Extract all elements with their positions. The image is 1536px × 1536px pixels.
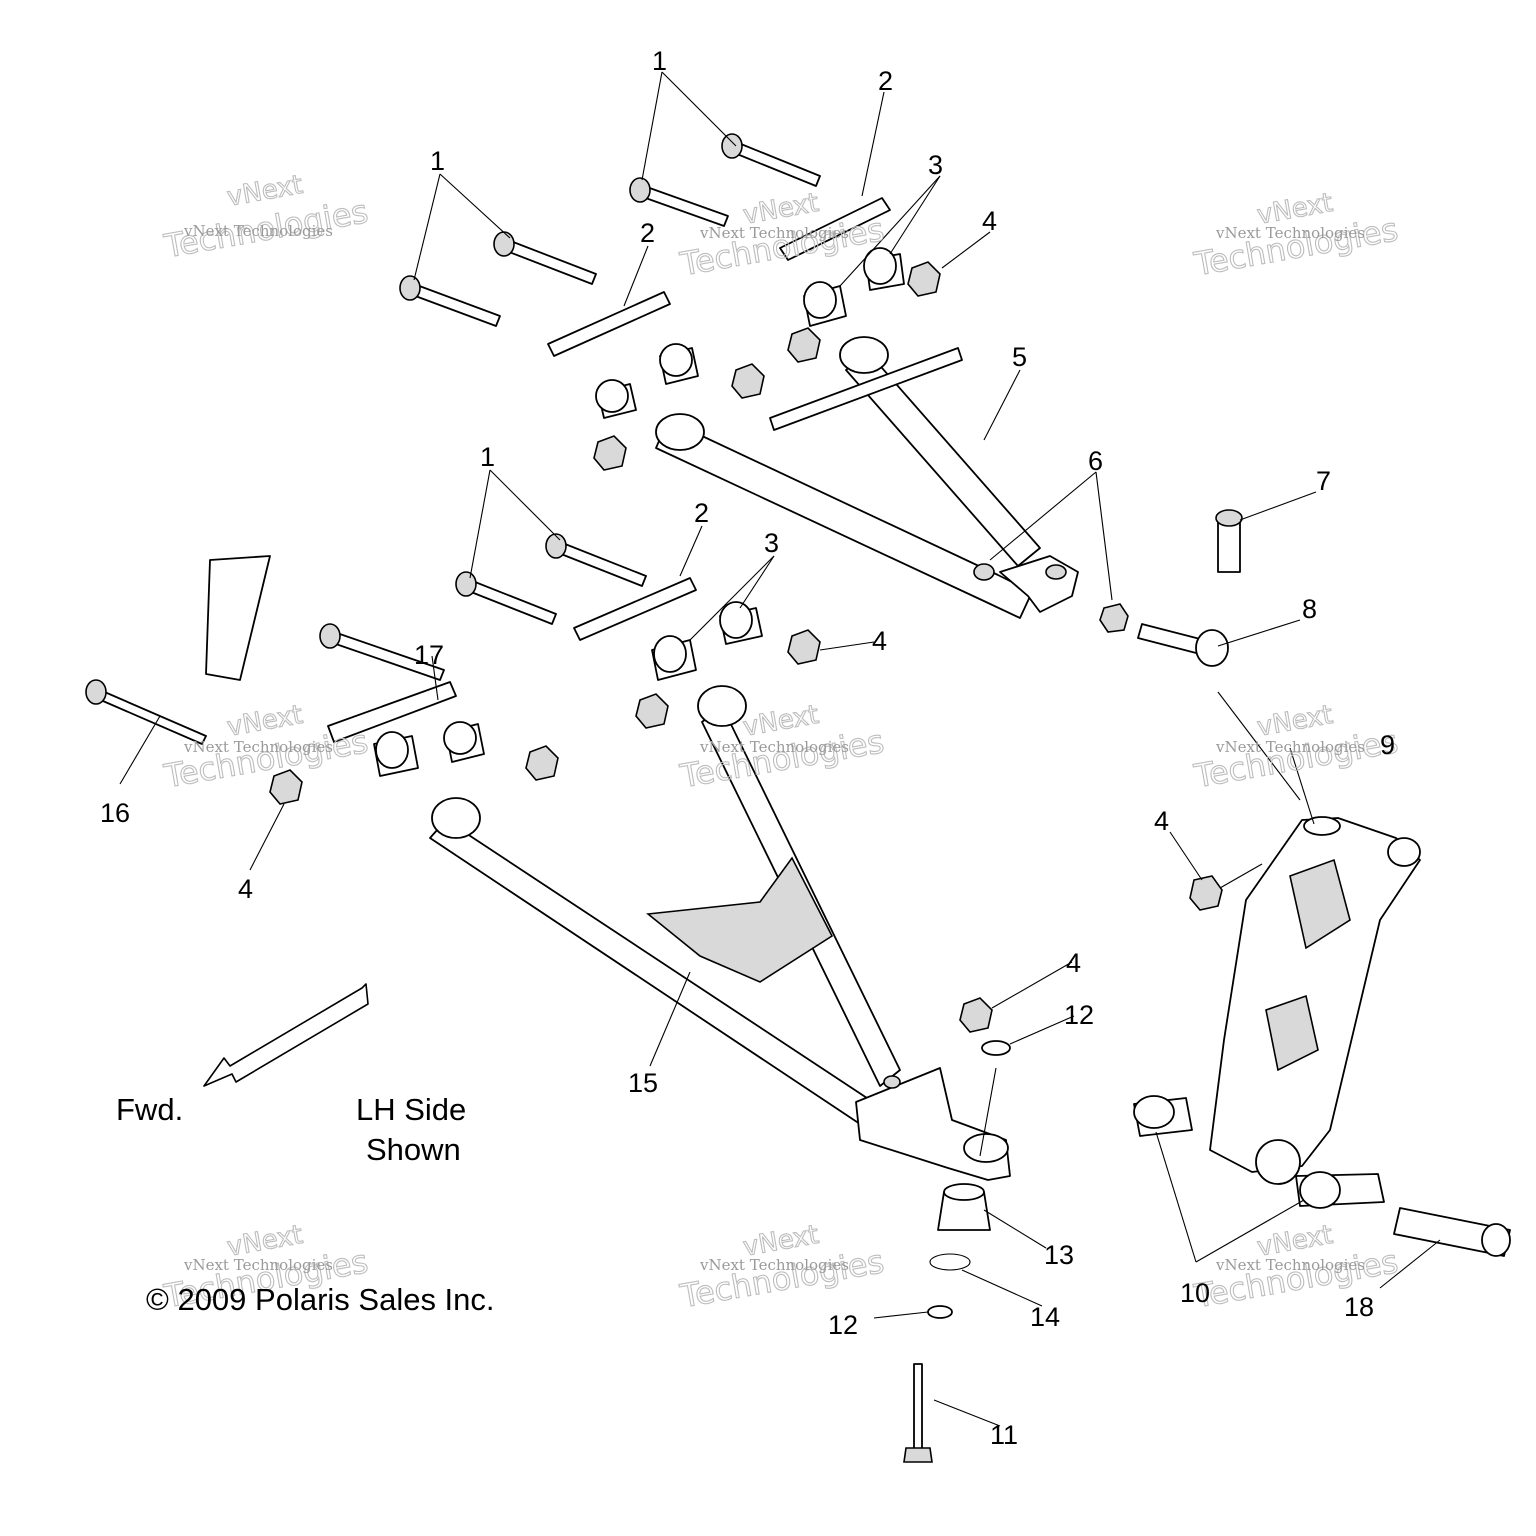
callout-1-top: 1 [652, 46, 667, 76]
callout-8: 8 [1302, 594, 1317, 624]
watermark-small-4: vNext Technologies [183, 738, 333, 756]
lower-a-arm [429, 685, 1011, 1181]
callout-4-top: 4 [982, 206, 997, 236]
callout-4-lower: 4 [1066, 948, 1081, 978]
callout-2-mid: 2 [640, 218, 655, 248]
callout-1-left: 1 [430, 146, 445, 176]
copyright-notice: © 2009 Polaris Sales Inc. [146, 1282, 495, 1317]
callout-10: 10 [1180, 1278, 1210, 1308]
callout-3-top: 3 [928, 150, 943, 180]
upper-a-arm [655, 336, 1079, 619]
callout-5: 5 [1012, 342, 1027, 372]
side-note-line-2: Shown [366, 1132, 461, 1167]
callout-17: 17 [414, 640, 444, 670]
watermark-small-9: vNext Technologies [1215, 1256, 1365, 1274]
callout-18: 18 [1344, 1292, 1374, 1322]
callout-12-lower: 12 [828, 1310, 858, 1340]
callout-13: 13 [1044, 1240, 1074, 1270]
watermark-small-6: vNext Technologies [1215, 738, 1365, 756]
callout-15: 15 [628, 1068, 658, 1098]
callout-2-top: 2 [878, 66, 893, 96]
pivot-brackets [205, 197, 891, 743]
callout-2-lower: 2 [694, 498, 709, 528]
watermark-small-5: vNext Technologies [699, 738, 849, 756]
callout-9: 9 [1380, 730, 1395, 760]
callout-4-mid: 4 [872, 626, 887, 656]
callout-7: 7 [1316, 466, 1331, 496]
watermark-small-1: vNext Technologies [183, 222, 333, 240]
callout-11: 11 [990, 1420, 1018, 1450]
steering-knuckle [1209, 816, 1421, 1185]
watermark-small-3: vNext Technologies [1215, 224, 1365, 242]
callout-numbers: 1 1 1 2 2 2 3 3 4 4 4 4 4 5 6 7 8 9 10 1… [100, 46, 1395, 1450]
callout-12-upper: 12 [1064, 1000, 1094, 1030]
forward-label: Fwd. [116, 1092, 183, 1127]
callout-4-knuckle: 4 [1154, 806, 1169, 836]
callout-6: 6 [1088, 446, 1103, 476]
forward-arrow-icon [203, 983, 369, 1087]
watermark-1: vNext Technologies [160, 169, 371, 266]
callout-14: 14 [1030, 1302, 1060, 1332]
pivot-bolts [85, 133, 821, 745]
callout-3-lower: 3 [764, 528, 779, 558]
watermark-small-2: vNext Technologies [699, 224, 849, 242]
callout-16: 16 [100, 798, 130, 828]
leader-lines [119, 71, 1441, 1427]
callout-4-left: 4 [238, 874, 253, 904]
watermark-small-8: vNext Technologies [699, 1256, 849, 1274]
bushings [373, 247, 1511, 1257]
callout-1-lower: 1 [480, 442, 495, 472]
lock-nuts [269, 261, 1223, 1033]
misc-hardware [903, 509, 1243, 1463]
watermark-small-7: vNext Technologies [183, 1256, 333, 1274]
side-note-line-1: LH Side [356, 1092, 466, 1127]
